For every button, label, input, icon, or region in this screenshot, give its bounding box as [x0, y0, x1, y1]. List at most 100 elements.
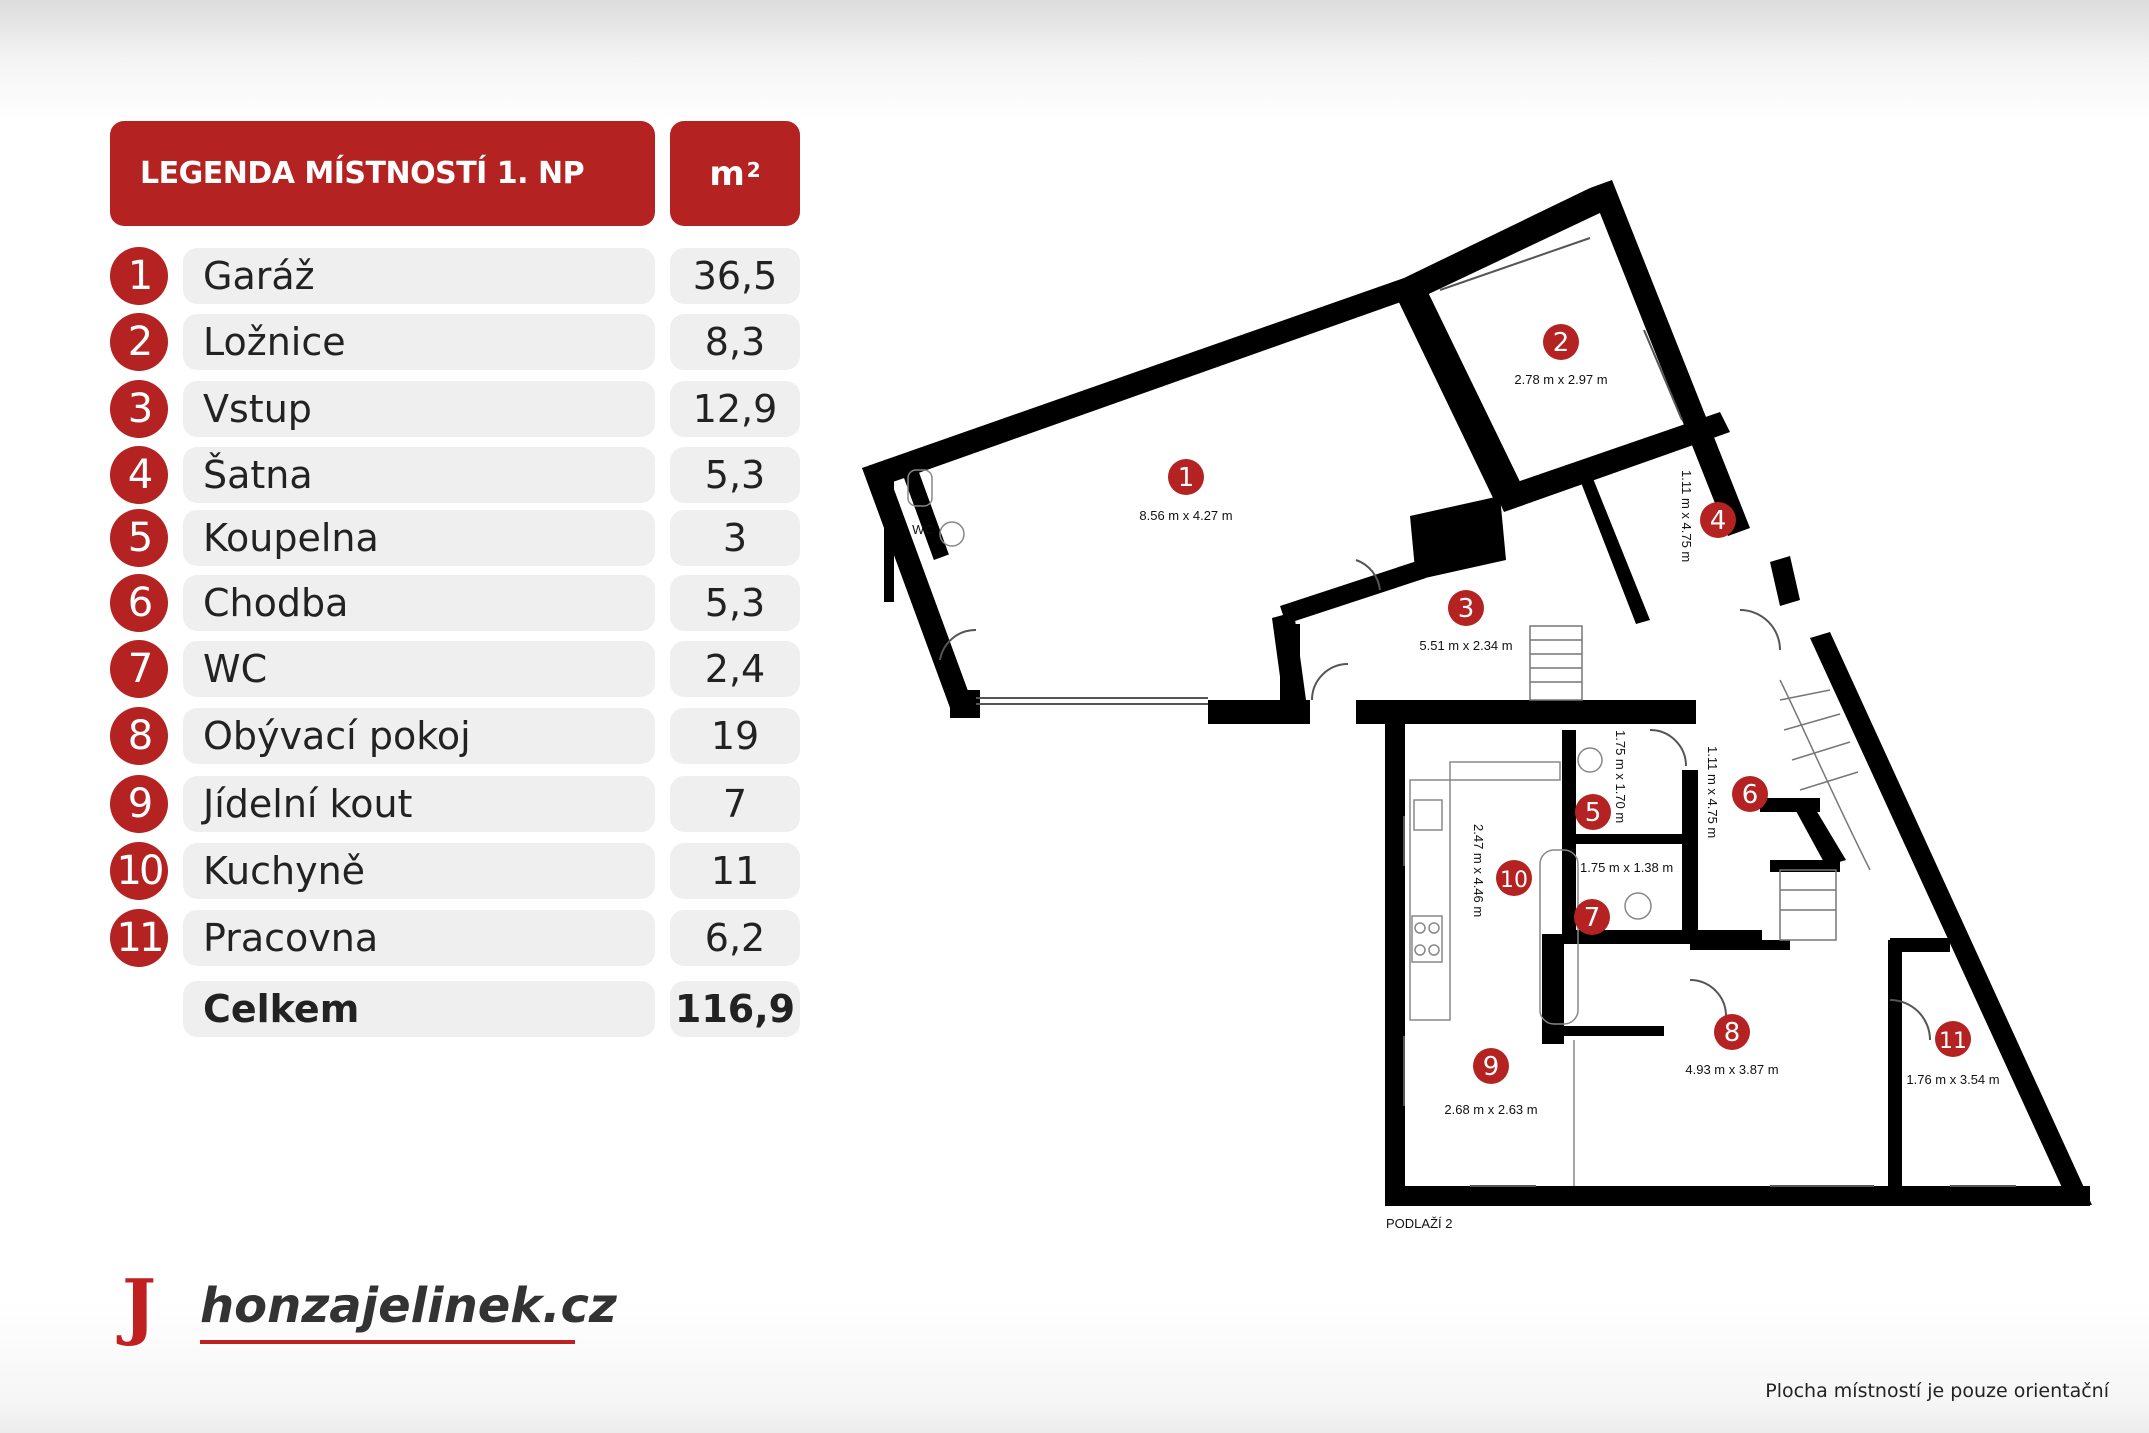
- room-badge-text: 8: [1724, 1018, 1741, 1048]
- door-swing: [1689, 979, 1727, 1017]
- room-name: Pracovna: [183, 910, 655, 966]
- total-label: Celkem: [183, 981, 655, 1037]
- room-number-badge: 6: [110, 574, 168, 632]
- room-badge-7: [1574, 899, 1610, 935]
- room-name: Garáž: [183, 248, 655, 304]
- room-dims: 2.47 m x 4.46 m: [1471, 824, 1486, 917]
- unit-exponent: 2: [746, 157, 761, 182]
- site-name-link[interactable]: honzajelinek.cz: [200, 1278, 617, 1334]
- room-number-badge: 1: [110, 247, 168, 305]
- bathroom-basin-icon: [1577, 747, 1603, 773]
- room-dims: 1.75 m x 1.70 m: [1613, 730, 1628, 823]
- legend-total-row: Celkem 116,9: [110, 981, 800, 1037]
- room-number-badge: 5: [110, 509, 168, 567]
- stove-icon: [1411, 915, 1443, 963]
- room-area: 12,9: [670, 381, 800, 437]
- wall: [1280, 624, 1300, 714]
- legend-title: LEGENDA MÍSTNOSTÍ 1. NP: [110, 121, 655, 226]
- stairs-curved: [1779, 679, 1871, 871]
- room-dims: 5.51 m x 2.34 m: [1419, 638, 1512, 653]
- room-badge-text: 10: [1500, 868, 1528, 893]
- total-value: 116,9: [670, 981, 800, 1037]
- room-dims: 4.93 m x 3.87 m: [1685, 1062, 1778, 1077]
- door-swing: [1739, 609, 1781, 651]
- legend-row: 8 Obývací pokoj 19: [110, 707, 800, 765]
- room-dims: 1.11 m x 4.75 m: [1705, 746, 1720, 838]
- garage-wc-toilet-icon: [907, 469, 933, 507]
- room-area: 36,5: [670, 248, 800, 304]
- wall: [1888, 940, 1902, 1190]
- wall: [1404, 188, 1602, 300]
- room-badge-text: 9: [1483, 1052, 1500, 1082]
- wall: [1410, 496, 1506, 580]
- wall: [1690, 940, 1790, 950]
- wall: [1494, 412, 1730, 512]
- stairs-entry: [1529, 625, 1583, 701]
- room-name: WC: [183, 641, 655, 697]
- room-name: Koupelna: [183, 510, 655, 566]
- wall: [950, 690, 980, 718]
- stairs: [1529, 625, 1871, 941]
- room-badge-2: [1543, 324, 1579, 360]
- wall: [1770, 860, 1840, 872]
- wc-fixture-icon: [1624, 892, 1652, 920]
- logo-j-icon: J: [122, 1263, 157, 1348]
- kitchen-island: [1539, 849, 1579, 1025]
- room-dims: 2.68 m x 2.63 m: [1444, 1102, 1537, 1117]
- room-badge-text: 3: [1458, 594, 1475, 624]
- wall: [1208, 700, 1288, 724]
- kitchen-counter: [1409, 779, 1451, 1021]
- wall: [1580, 476, 1650, 624]
- kitchen-counter-top: [1449, 761, 1561, 781]
- room-dims: 8.56 m x 4.27 m: [1139, 508, 1232, 523]
- wall: [1542, 934, 1564, 1044]
- wall: [1280, 560, 1426, 624]
- sink-icon: [1413, 799, 1443, 831]
- legend-row: 10 Kuchyně 11: [110, 842, 800, 900]
- wall: [1385, 1186, 2090, 1206]
- stairs-lower: [1779, 869, 1837, 941]
- room-area: 11: [670, 843, 800, 899]
- room-name: Obývací pokoj: [183, 708, 655, 764]
- room-dims: 1.75 m x 1.38 m: [1580, 860, 1673, 875]
- door-swing: [1649, 729, 1687, 767]
- door-swing: [1311, 663, 1349, 701]
- garage-wc-basin-icon: [939, 521, 965, 547]
- room-number-badge: 2: [110, 313, 168, 371]
- room-badge-5: [1575, 794, 1611, 830]
- wall: [1810, 632, 2092, 1205]
- room-badge-11: [1935, 1021, 1971, 1057]
- room-number-badge: 11: [110, 909, 168, 967]
- kitchen-fixtures: [907, 469, 1652, 1186]
- legend-row: 7 WC 2,4: [110, 640, 800, 698]
- room-name: Kuchyně: [183, 843, 655, 899]
- wall: [1790, 800, 1846, 866]
- room-dims: 1.76 m x 3.54 m: [1906, 1072, 1999, 1087]
- site-underline: [200, 1340, 575, 1344]
- legend-row: 3 Vstup 12,9: [110, 380, 800, 438]
- walls: [862, 180, 2092, 1206]
- room-area: 6,2: [670, 910, 800, 966]
- window: [1439, 237, 1591, 291]
- room-area: 3: [670, 510, 800, 566]
- room-dims: 2.78 m x 2.97 m: [1514, 372, 1607, 387]
- room-name: Ložnice: [183, 314, 655, 370]
- room-badge-6: [1732, 776, 1768, 812]
- room-badge-text: 6: [1742, 780, 1759, 810]
- wall: [862, 278, 1412, 488]
- wall: [1890, 938, 1950, 952]
- window: [1643, 329, 1683, 421]
- wall: [1682, 770, 1698, 940]
- room-area: 8,3: [670, 314, 800, 370]
- area-disclaimer: Plocha místností je pouze orientační: [1765, 1380, 2109, 1402]
- legend-row: 5 Koupelna 3: [110, 509, 800, 567]
- floor-label: PODLAŽÍ 2: [1386, 1216, 1452, 1231]
- room-labels: 1 8.56 m x 4.27 m 2 2.78 m x 2.97 m 3 5.…: [912, 324, 2000, 1231]
- room-area: 5,3: [670, 575, 800, 631]
- wall: [1394, 284, 1524, 500]
- room-name: Šatna: [183, 447, 655, 503]
- room-number-badge: 8: [110, 707, 168, 765]
- room-badge-3: [1448, 590, 1484, 626]
